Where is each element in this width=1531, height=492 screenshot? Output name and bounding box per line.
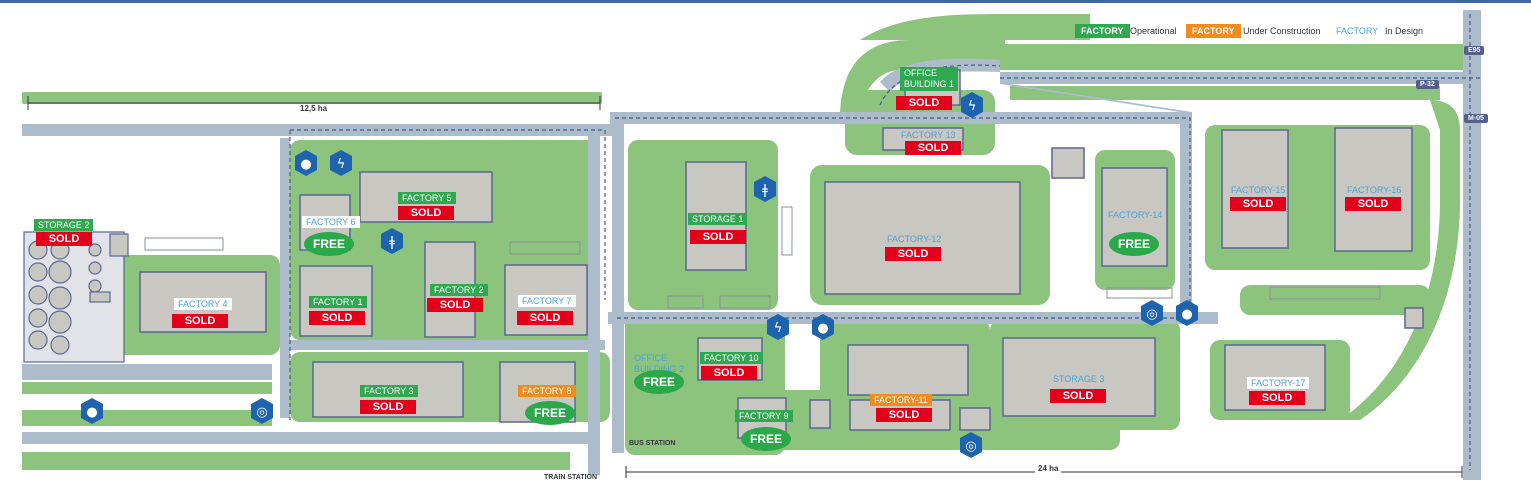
fire-icon [812,314,834,340]
svg-text:●: ● [300,157,311,172]
svg-text:ϟ: ϟ [774,321,783,336]
status-badge-free: FREE [304,232,354,256]
status-badge: SOLD [885,247,941,261]
status-badge: SOLD [427,298,483,312]
power-icon [961,92,983,118]
sewer-icon [960,432,982,458]
status-badge: SOLD [1249,391,1305,405]
status-badge: SOLD [690,230,746,244]
plot-label-factory-6[interactable]: FACTORY 6 [302,216,360,228]
svg-text:ǂ: ǂ [389,235,395,250]
svg-text:●: ● [1181,307,1192,322]
plot-label-factory-9[interactable]: FACTORY 9 [735,410,793,422]
top-border [0,0,1531,3]
status-badge-free: FREE [634,370,684,394]
water-icon [1176,300,1198,326]
status-badge: SOLD [517,311,573,325]
plot-label-factory-8[interactable]: FACTORY 8 [518,385,576,397]
status-badge: SOLD [360,400,416,414]
status-badge: SOLD [701,366,757,380]
plot-label-factory-4[interactable]: FACTORY 4 [174,298,232,310]
plot-label-office-building-1[interactable]: OFFICE BUILDING 1 [900,67,959,91]
plot-label-office-building-2[interactable]: OFFICE BUILDING 2 [630,352,688,376]
plot-label-factory-14[interactable]: FACTORY-14 [1108,210,1163,220]
plot-label-factory-17[interactable]: FACTORY-17 [1247,377,1310,389]
storage-tanks [23,231,129,363]
road-label-e95: E95 [1464,46,1485,55]
status-badge-free: FREE [1109,232,1159,256]
plot-label-factory-15[interactable]: FACTORY-15 [1231,185,1286,195]
status-badge: SOLD [905,141,961,155]
road-label-p32: P-32 [1416,80,1439,89]
office-1-line1: OFFICE [904,68,937,78]
utility-icons [81,92,1198,458]
status-badge: SOLD [1345,197,1401,211]
office-1-line2: BUILDING 1 [904,79,955,89]
plot-label-factory-11[interactable]: FACTORY-11 [870,394,932,406]
plot-label-storage-3[interactable]: STORAGE 3 [1053,374,1105,384]
plot-label-factory-13[interactable]: FACTORY 13 [901,130,956,140]
gas-icon [381,228,403,254]
svg-text:◎: ◎ [256,405,267,420]
legend-operational-text: Operational [1130,26,1177,36]
plot-label-factory-1[interactable]: FACTORY 1 [309,296,367,308]
status-badge: SOLD [896,96,952,110]
svg-text:●: ● [817,321,828,336]
status-badge: SOLD [1230,197,1286,211]
office-2-line2: BUILDING 2 [634,364,685,374]
status-badge: SOLD [398,206,454,220]
office-2-line1: OFFICE [634,353,667,363]
plot-label-factory-5[interactable]: FACTORY 5 [398,192,456,204]
legend-design-chip: FACTORY [1336,26,1379,36]
power-icon [767,314,789,340]
svg-text:ϟ: ϟ [968,99,977,114]
svg-text:ǂ: ǂ [762,183,768,198]
area-west-label: 12,5 ha [300,104,328,113]
plot-label-factory-2[interactable]: FACTORY 2 [430,284,488,296]
plot-label-factory-12[interactable]: FACTORY-12 [887,234,942,244]
gas-icon [754,176,776,202]
status-badge: SOLD [876,408,932,422]
status-badge: SOLD [309,311,365,325]
plot-label-factory-16[interactable]: FACTORY-16 [1347,185,1402,195]
status-badge: SOLD [172,314,228,328]
svg-text:◎: ◎ [1146,307,1157,322]
bus-station-label: BUS STATION [629,440,676,447]
status-badge: SOLD [36,232,92,246]
sewer-icon [251,398,273,424]
power-icon [330,150,352,176]
legend-construction-text: Under Construction [1243,26,1321,36]
status-badge-free: FREE [741,427,791,451]
legend-design-text: In Design [1385,26,1424,36]
svg-text:●: ● [86,405,97,420]
fire-icon [81,398,103,424]
legend-construction-chip: FACTORY [1186,24,1241,38]
icon-glyphs: ● ϟ ǂ ● ◎ ǂ ϟ ϟ ● ◎ ● ◎ [86,99,1192,454]
plot-label-factory-3[interactable]: FACTORY 3 [360,385,418,397]
train-station-label: TRAIN STATION [544,474,598,481]
plot-label-factory-7[interactable]: FACTORY 7 [518,295,576,307]
dashed-lines [289,14,1480,470]
sewer-icon [1141,300,1163,326]
status-badge: SOLD [1050,389,1106,403]
parking [144,206,1381,309]
plot-label-storage-2[interactable]: STORAGE 2 [34,219,94,231]
plot-label-factory-10[interactable]: FACTORY 10 [700,352,763,364]
svg-text:◎: ◎ [965,439,976,454]
water-icon [295,150,317,176]
road-label-m05: M-05 [1464,114,1488,123]
status-badge-free: FREE [525,401,575,425]
area-east-label: 24 ha [1035,464,1062,473]
plot-label-storage-1[interactable]: STORAGE 1 [688,213,748,225]
legend-operational-chip: FACTORY [1075,24,1130,38]
svg-text:ϟ: ϟ [337,157,346,172]
